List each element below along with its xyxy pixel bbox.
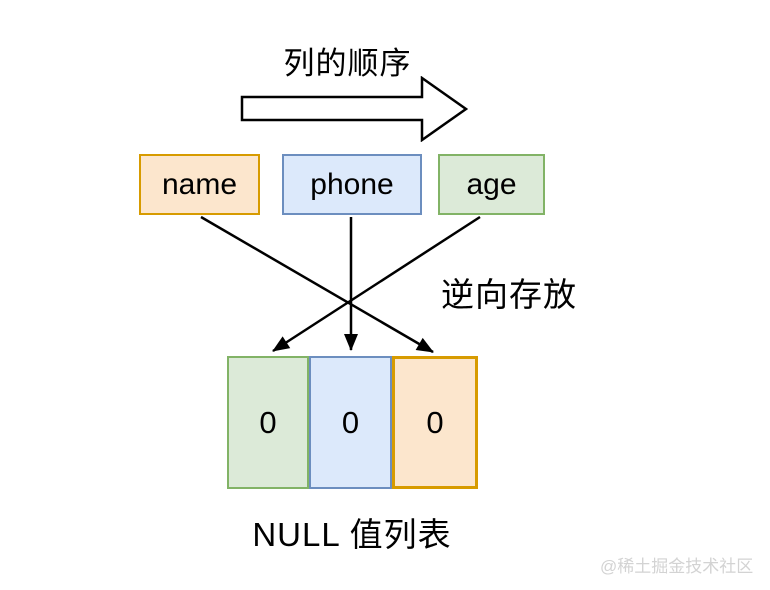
column-box-phone-label: phone <box>310 167 394 201</box>
column-order-label: 列的顺序 <box>283 46 412 81</box>
column-box-age: age <box>438 154 545 215</box>
null-cell-2: 0 <box>309 356 392 489</box>
column-box-name: name <box>139 154 260 215</box>
null-cell-1: 0 <box>227 356 309 489</box>
null-cell-1-value: 0 <box>259 404 277 440</box>
null-cell-3: 0 <box>392 356 478 489</box>
watermark-text: @稀土掘金技术社区 <box>600 557 754 576</box>
null-cell-3-value: 0 <box>426 404 444 440</box>
right-block-arrow-icon <box>240 76 468 142</box>
column-box-age-label: age <box>466 167 517 201</box>
null-bitmap-table: 0 0 0 <box>227 356 478 489</box>
column-box-name-label: name <box>161 167 238 201</box>
column-box-phone: phone <box>282 154 422 215</box>
null-list-caption: NULL 值列表 <box>252 516 452 553</box>
null-cell-2-value: 0 <box>341 404 360 440</box>
reverse-storage-label: 逆向存放 <box>441 276 577 313</box>
arrow-name-to-slot3 <box>200 215 434 354</box>
